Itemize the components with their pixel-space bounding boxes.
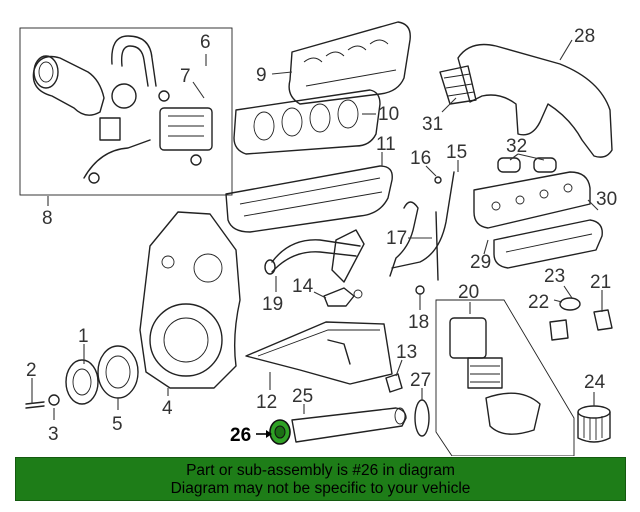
pulley-group <box>25 345 139 409</box>
callout-labels: 1 2 3 4 5 6 7 8 9 10 11 12 13 14 15 16 1… <box>26 26 617 446</box>
callout-17: 17 <box>386 228 407 249</box>
callout-18: 18 <box>408 312 429 333</box>
oring-27 <box>414 399 430 437</box>
parts-21-23 <box>549 297 613 341</box>
leader-lines <box>31 39 603 420</box>
callout-6: 6 <box>200 32 211 53</box>
callout-10: 10 <box>378 104 399 125</box>
group-box-20 <box>435 299 575 456</box>
callout-19: 19 <box>262 294 283 315</box>
callout-13: 13 <box>396 342 417 363</box>
valve-cover-30 <box>473 171 591 229</box>
dipstick-group <box>389 171 455 295</box>
gasket-10 <box>233 89 381 155</box>
tube-19 <box>264 229 365 283</box>
callout-9: 9 <box>256 65 267 86</box>
callout-12: 12 <box>256 392 277 413</box>
front-cover-4 <box>139 211 241 389</box>
callout-14: 14 <box>292 276 314 297</box>
callout-15: 15 <box>446 142 467 163</box>
gaskets-32 <box>497 157 557 173</box>
oil-filter-24 <box>577 405 611 443</box>
callout-25: 25 <box>292 386 313 407</box>
callout-5: 5 <box>112 414 123 435</box>
air-inlet-28 <box>439 43 613 158</box>
callout-32: 32 <box>506 136 527 157</box>
sensor-14 <box>323 287 363 307</box>
callout-1: 1 <box>78 326 89 347</box>
highlighted-part-26[interactable] <box>256 419 291 445</box>
callout-27: 27 <box>410 370 431 391</box>
callout-21: 21 <box>590 272 611 293</box>
banner-line-1: Part or sub-assembly is #26 in diagram <box>186 462 455 479</box>
callout-24: 24 <box>584 372 606 393</box>
callout-30: 30 <box>596 189 617 210</box>
callout-29: 29 <box>470 252 491 273</box>
callout-8: 8 <box>42 208 53 229</box>
callout-23: 23 <box>544 266 565 287</box>
group-box-8 <box>19 27 233 196</box>
oil-pan-12 <box>245 321 393 385</box>
callout-4: 4 <box>162 398 173 419</box>
callout-26[interactable]: 26 <box>230 425 251 446</box>
info-banner: Part or sub-assembly is #26 in diagram D… <box>15 457 626 501</box>
intake-manifold-9 <box>288 21 411 105</box>
callout-11: 11 <box>376 134 396 155</box>
gasket-29 <box>493 219 603 269</box>
callout-7: 7 <box>180 66 191 87</box>
callout-28: 28 <box>574 26 595 47</box>
callout-20: 20 <box>458 282 479 303</box>
tube-25 <box>291 407 407 443</box>
callout-16: 16 <box>410 148 431 169</box>
callout-31: 31 <box>422 114 443 135</box>
drain-plug-13 <box>385 373 403 393</box>
callout-2: 2 <box>26 360 37 381</box>
valley-cover-11 <box>225 165 393 233</box>
parts-diagram: 1 2 3 4 5 6 7 8 9 10 11 12 13 14 15 16 1… <box>19 21 617 456</box>
callout-22: 22 <box>528 292 549 313</box>
callout-3: 3 <box>48 424 59 445</box>
banner-line-2: Diagram may not be specific to your vehi… <box>170 480 471 497</box>
